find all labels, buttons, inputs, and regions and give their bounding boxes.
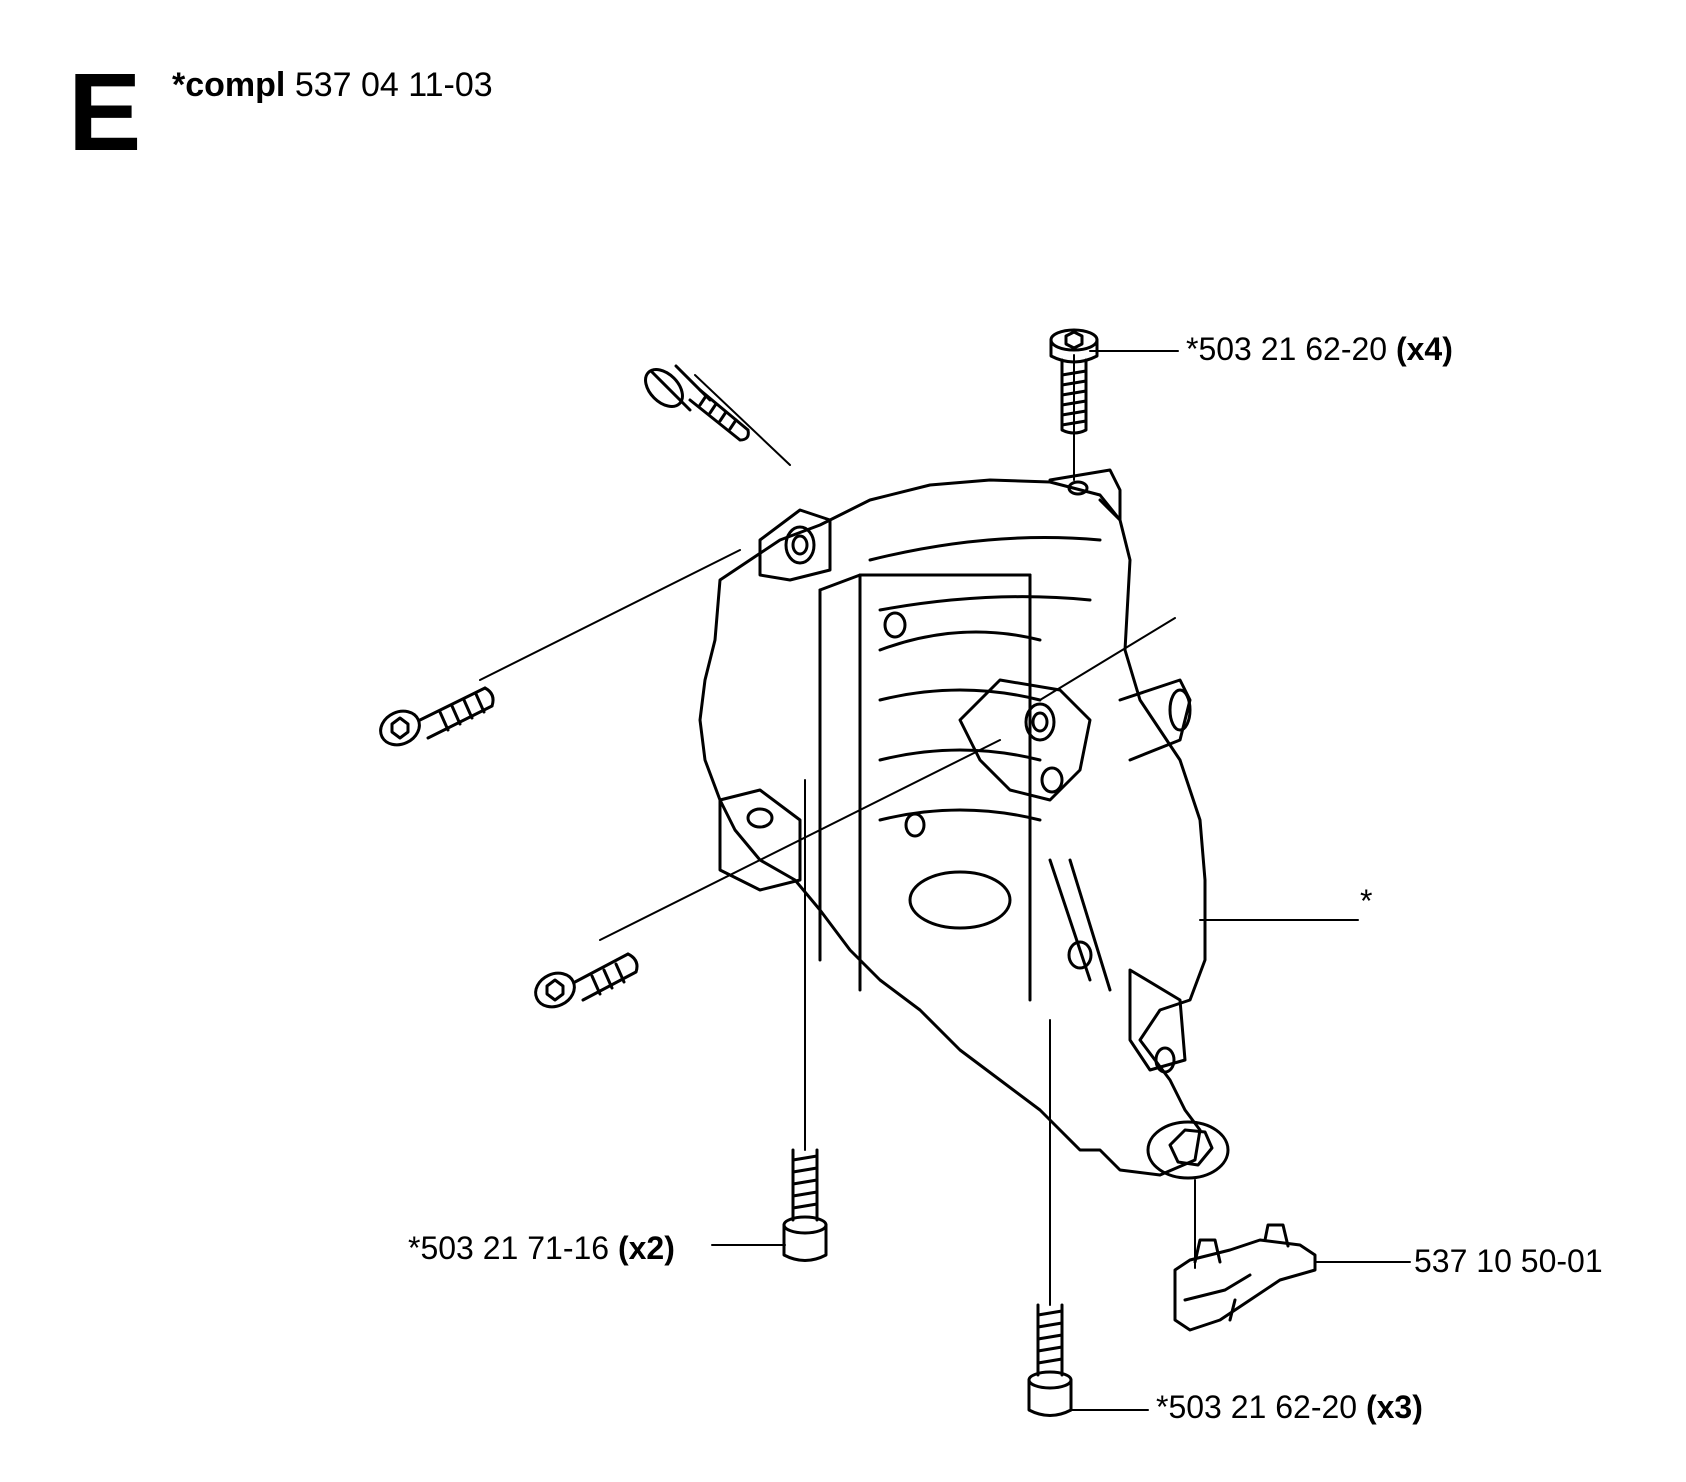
screw-left-middle	[379, 686, 495, 747]
callout-screw-top[interactable]: *503 21 62-20 (x4)	[1186, 333, 1453, 365]
callout-part-number: *	[1360, 883, 1373, 919]
callout-part-number: 537 10 50-01	[1414, 1243, 1603, 1279]
callout-part-number: *503 21 71-16	[408, 1230, 610, 1266]
screw-top	[1049, 328, 1099, 435]
callout-quantity: (x3)	[1365, 1389, 1423, 1425]
callout-part-number: *503 21 62-20	[1186, 331, 1388, 367]
assembly-title: *compl 537 04 11-03	[172, 68, 493, 102]
screw-upper-left	[644, 364, 750, 442]
housing-body	[698, 468, 1230, 1180]
callout-clip[interactable]: 537 10 50-01	[1414, 1245, 1603, 1277]
title-part-number: 537 04 11-03	[294, 66, 493, 104]
leader-lines	[479, 350, 1411, 1411]
callout-part-number: *503 21 62-20	[1156, 1389, 1358, 1425]
callout-housing[interactable]: *	[1360, 885, 1372, 917]
screw-left-lower	[534, 952, 639, 1009]
screw-bottom-left	[782, 1148, 828, 1262]
callout-quantity: (x2)	[617, 1230, 675, 1266]
callout-quantity: (x4)	[1395, 331, 1453, 367]
screw-bottom	[1027, 1303, 1073, 1417]
section-letter: E	[68, 51, 142, 174]
title-prefix: *compl	[172, 66, 286, 104]
clip-part	[1173, 1223, 1317, 1332]
callout-screw-left-bottom[interactable]: *503 21 71-16 (x2)	[408, 1232, 675, 1264]
callout-screw-bottom[interactable]: *503 21 62-20 (x3)	[1156, 1391, 1423, 1423]
